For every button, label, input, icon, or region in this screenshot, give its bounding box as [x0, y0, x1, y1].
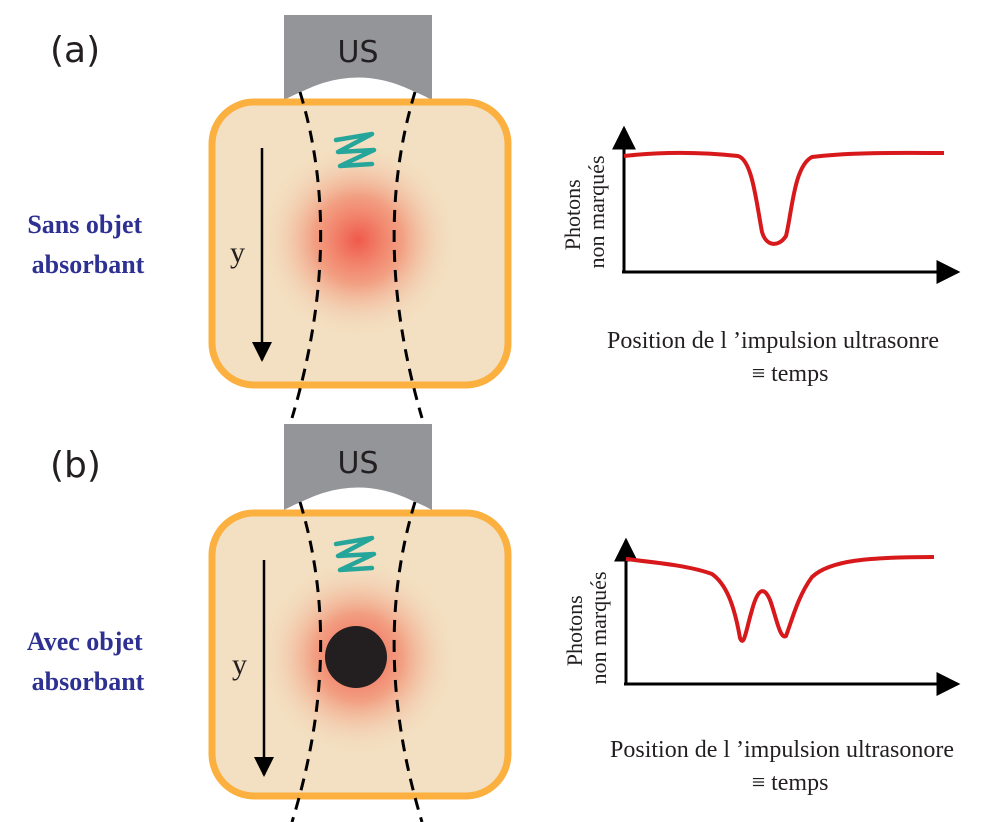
signal-plot-b: Photons non marqués Position de l ’impul… — [562, 537, 961, 796]
transducer-body — [284, 15, 432, 100]
transducer-face — [289, 77, 427, 102]
ultrasound-beam-right-b — [392, 501, 424, 822]
ultrasound-beam-left-b — [290, 501, 323, 822]
transducer-label-a: US — [337, 35, 378, 70]
ultrasound-pulse-icon-a — [333, 131, 377, 169]
transducer-label-b: US — [337, 446, 378, 481]
signal-plot-a: Photons non marqués Position de l ’impul… — [560, 125, 961, 387]
transducer-body — [284, 424, 432, 510]
y-axis-label-b: y — [232, 648, 247, 681]
ultrasound-beam-right-a — [392, 91, 424, 419]
panel-label-a: (a) — [50, 30, 100, 71]
y-axis-label-a: y — [230, 236, 245, 269]
plot-caption-a: Position de l ’impulsion ultrasonre ≡ te… — [607, 328, 945, 387]
plot-ylabel-a: Photons non marqués — [560, 155, 609, 268]
absorbing-object — [325, 626, 387, 688]
ultrasound-pulse-icon-b — [333, 535, 377, 573]
transducer-b: US — [284, 424, 432, 512]
plot-ylabel-b: Photons non marqués — [562, 571, 611, 684]
panel-b: (b) US y Avec objet absorbant — [27, 424, 961, 822]
plot-caption-b: Position de l ’impulsion ultrasonore ≡ t… — [610, 737, 960, 796]
transducer-face — [289, 487, 427, 512]
ultrasound-beam-left-a — [290, 91, 323, 419]
condition-label-b: Avec objet absorbant — [27, 627, 149, 696]
condition-label-a: Sans objet absorbant — [27, 210, 148, 279]
light-spot-a — [260, 142, 456, 338]
panel-label-b: (b) — [50, 445, 101, 486]
transducer-a: US — [284, 15, 432, 102]
signal-curve-a — [623, 150, 945, 246]
panel-a: (a) US y Sans objet absorbant P — [27, 15, 961, 419]
signal-curve-b — [625, 555, 935, 643]
